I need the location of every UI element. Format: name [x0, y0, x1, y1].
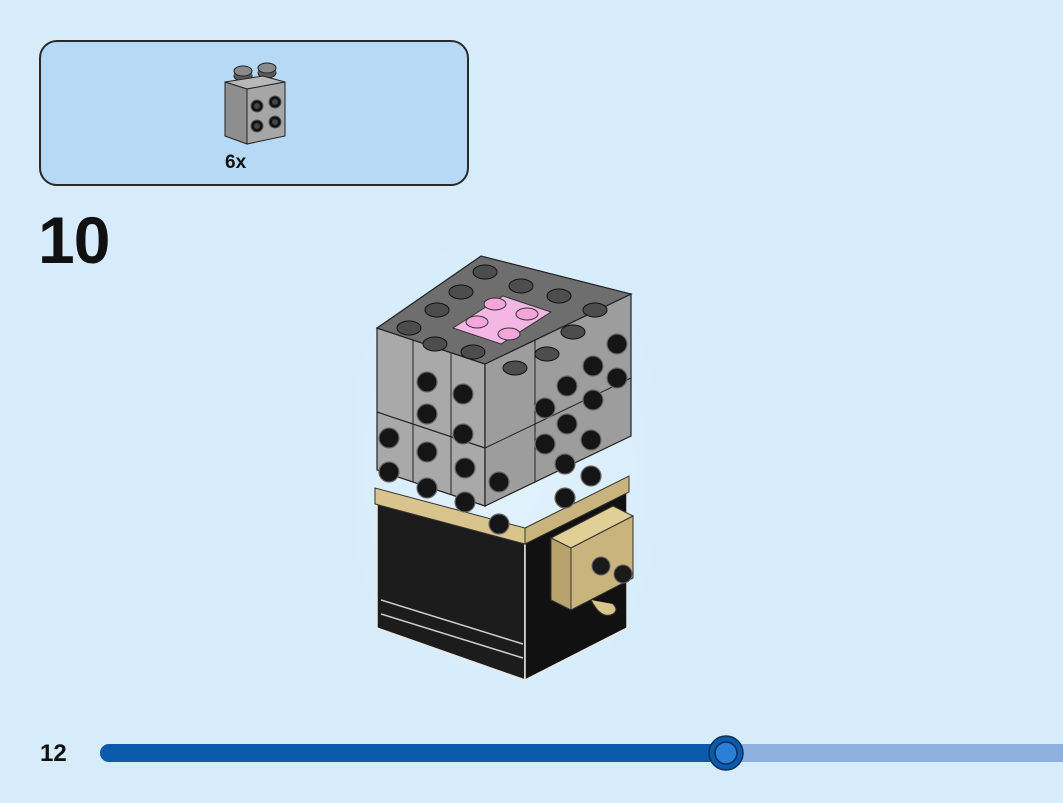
brick-figure-assembly-step-icon — [355, 248, 655, 688]
parts-callout: 6x — [39, 40, 469, 186]
progress-bar-fill — [100, 744, 726, 762]
page-number: 12 — [40, 740, 67, 767]
step-number: 10 — [38, 203, 110, 277]
progress-bar — [100, 744, 1063, 762]
progress-marker-icon — [708, 735, 744, 771]
part-quantity: 6x — [225, 152, 247, 173]
brick-1x2-with-studs-on-side-icon — [224, 62, 286, 145]
